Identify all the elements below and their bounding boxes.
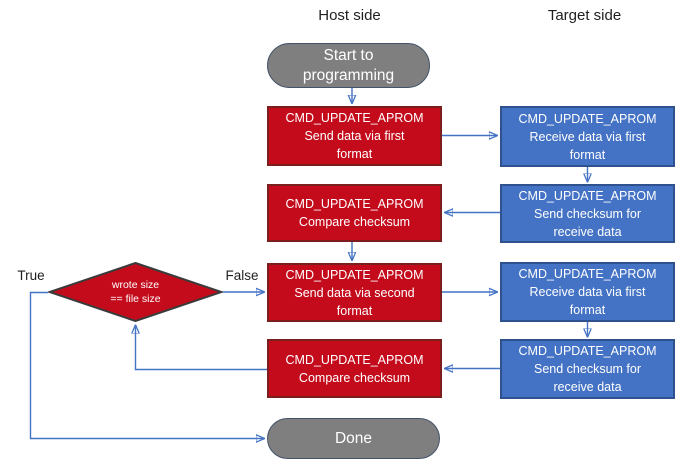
receive-first-format-node-2: CMD_UPDATE_APROM Receive data via first … [500,262,675,322]
start-node-label: Start to programming [302,46,395,84]
compare-checksum-label-2: CMD_UPDATE_APROM Compare checksum [285,352,424,385]
compare-checksum-node-1: CMD_UPDATE_APROM Compare checksum [267,184,442,242]
done-node: Done [267,418,440,459]
send-second-format-label: CMD_UPDATE_APROM Send data via second fo… [285,267,424,318]
receive-first-format-label-1: CMD_UPDATE_APROM Receive data via first … [518,111,657,162]
decision-label: wrote size == file size [110,279,161,305]
host-side-header: Host side [318,7,381,24]
send-checksum-node-1: CMD_UPDATE_APROM Send checksum for recei… [500,184,675,243]
receive-first-format-label-2: CMD_UPDATE_APROM Receive data via first … [518,267,657,317]
branch-label-true: True [17,268,45,283]
receive-first-format-node-1: CMD_UPDATE_APROM Receive data via first … [500,106,675,167]
target-side-header: Target side [547,7,622,24]
start-node: Start to programming [267,43,430,88]
send-checksum-label-2: CMD_UPDATE_APROM Send checksum for recei… [518,344,657,394]
compare-checksum-node-2: CMD_UPDATE_APROM Compare checksum [267,339,442,398]
done-node-label: Done [334,429,373,447]
send-second-format-node: CMD_UPDATE_APROM Send data via second fo… [267,263,442,322]
send-checksum-label-1: CMD_UPDATE_APROM Send checksum for recei… [518,188,657,239]
send-first-format-node: CMD_UPDATE_APROM Send data via first for… [267,106,442,166]
diamond-shape [48,262,223,322]
send-first-format-label: CMD_UPDATE_APROM Send data via first for… [285,111,424,161]
arrow-compare-checksum-2-to-decision [136,326,267,371]
decision-node: wrote size == file size [48,262,223,322]
compare-checksum-label-1: CMD_UPDATE_APROM Compare checksum [285,197,424,229]
branch-label-false: False [225,268,259,283]
send-checksum-node-2: CMD_UPDATE_APROM Send checksum for recei… [500,339,675,399]
